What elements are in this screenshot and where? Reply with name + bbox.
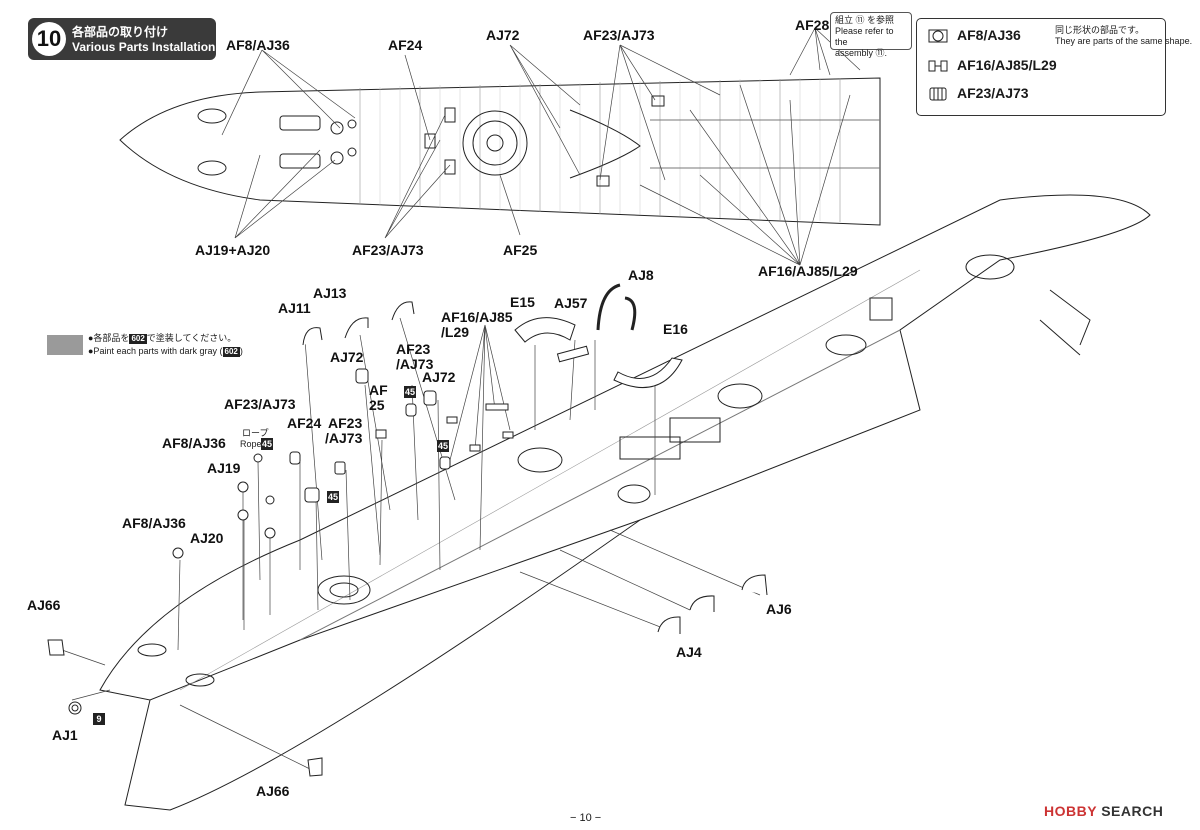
label-l29: /L29 xyxy=(441,324,470,340)
label-e16: E16 xyxy=(663,321,688,337)
label-af8-aj36-a: AF8/AJ36 xyxy=(162,435,226,451)
label-af23-aj73-topbottom: AF23/AJ73 xyxy=(352,242,424,258)
reference-note-line3: assembly ⑪. xyxy=(835,48,888,58)
part-e16-sketch xyxy=(613,357,683,388)
label-aj1: AJ1 xyxy=(52,727,78,743)
turret-barbette-plan xyxy=(462,110,528,176)
label-aj66-top: AJ66 xyxy=(27,597,61,613)
part-e15-sketch xyxy=(514,317,576,343)
part-aj66-sketch-top xyxy=(47,639,65,656)
part-aj4-sketch xyxy=(657,616,681,634)
label-af-25-a: AF xyxy=(369,382,388,398)
step-header: 10 各部品の取り付け Various Parts Installation xyxy=(28,18,216,60)
reel-part-icon xyxy=(929,87,947,101)
label-aj72-a: AJ72 xyxy=(330,349,364,365)
label-af16-aj85: AF16/AJ85 xyxy=(441,309,513,325)
label-aj73-b: /AJ73 xyxy=(325,430,363,446)
label-aj13: AJ13 xyxy=(313,285,347,301)
paint-note-en: ●Paint each parts with dark gray (602) xyxy=(88,346,243,357)
hull-side-outline xyxy=(124,519,641,811)
label-af23-aj73-top: AF23/AJ73 xyxy=(583,27,655,43)
label-af8-aj36-top: AF8/AJ36 xyxy=(226,37,290,53)
legend-label: AF8/AJ36 xyxy=(957,27,1021,43)
bow-turret-ring xyxy=(317,575,371,605)
assembly-reference-note: 組立 ⑪ を参照 Please refer to the assembly ⑪. xyxy=(830,12,912,58)
label-aj11: AJ11 xyxy=(278,300,311,316)
anchor-hawse-right xyxy=(197,160,227,176)
watermark-word: SEARCH xyxy=(1101,803,1164,819)
legend-label: AF23/AJ73 xyxy=(957,85,1029,101)
label-aj19: AJ19 xyxy=(207,460,241,476)
reference-note-line1: 組立 ⑪ を参照 xyxy=(835,15,895,25)
page-number: − 10 − xyxy=(570,812,602,824)
label-af28: AF28 xyxy=(795,17,830,33)
code-badge-9: 9 xyxy=(93,713,105,725)
label-aj73-a: /AJ73 xyxy=(396,356,434,372)
part-aj6-sketch xyxy=(689,574,768,612)
bow-plan-outline xyxy=(119,77,881,226)
part-aj13-sketch xyxy=(391,301,415,321)
label-aj19-aj20: AJ19+AJ20 xyxy=(195,242,271,258)
part-aj8-sketch xyxy=(596,283,621,331)
reference-note-line2: Please refer to the xyxy=(835,26,894,47)
label-aj8: AJ8 xyxy=(628,267,654,283)
anchor-hawse-left xyxy=(197,108,227,124)
label-rope-jp: ロープ xyxy=(242,428,269,438)
legend-note-en: They are parts of the same shape. xyxy=(1055,36,1193,46)
label-af25-top: AF25 xyxy=(503,242,538,258)
aft-turret-ring xyxy=(965,254,1015,280)
legend-note-jp: 同じ形状の部品です。 xyxy=(1055,25,1145,35)
part-aj57-sketch xyxy=(556,345,590,363)
label-aj4: AJ4 xyxy=(676,644,702,660)
legend-label: AF16/AJ85/L29 xyxy=(957,57,1057,73)
label-rope-en: Rope xyxy=(240,439,262,449)
code-badge-45-c: 45 xyxy=(327,491,339,503)
label-aj66-bottom: AJ66 xyxy=(256,783,290,799)
step-title-en: Various Parts Installation xyxy=(72,40,216,54)
label-aj20: AJ20 xyxy=(190,530,224,546)
hull-deck-outline xyxy=(99,194,1151,701)
label-af16-aj85-l29-top: AF16/AJ85/L29 xyxy=(758,263,858,279)
label-af24-lower: AF24 xyxy=(287,415,322,431)
label-af23-a: AF23 xyxy=(396,341,431,357)
step-title-jp: 各部品の取り付け xyxy=(72,25,169,39)
label-aj57: AJ57 xyxy=(554,295,588,311)
rope-code-badge: 45 xyxy=(261,438,273,450)
label-e15: E15 xyxy=(510,294,535,310)
watermark-logo: HOBBY SEARCH xyxy=(1044,803,1163,819)
label-af23-b: AF23 xyxy=(328,415,363,431)
part-aj11-sketch xyxy=(302,327,323,346)
double-bracket-part-icon xyxy=(928,60,948,72)
step-number: 10 xyxy=(32,22,66,56)
code-badge-45-a: 45 xyxy=(404,386,416,398)
code-badge-45-b: 45 xyxy=(437,440,449,452)
label-af-25-b: 25 xyxy=(369,397,385,413)
dark-gray-paint-swatch xyxy=(47,335,83,355)
label-aj72-b: AJ72 xyxy=(422,369,456,385)
label-aj6: AJ6 xyxy=(766,601,792,617)
label-af23-aj73-left: AF23/AJ73 xyxy=(224,396,296,412)
watermark-brand: HOBBY xyxy=(1044,803,1097,819)
mid-turret-ring xyxy=(717,383,763,409)
ring-part-icon xyxy=(928,29,948,43)
part-aj66-sketch-bottom xyxy=(307,757,323,777)
label-af24-top: AF24 xyxy=(388,37,423,53)
same-shape-legend: AF8/AJ36 同じ形状の部品です。 They are parts of th… xyxy=(916,18,1192,116)
label-af8-aj36-b: AF8/AJ36 xyxy=(122,515,186,531)
label-aj72-top: AJ72 xyxy=(486,27,520,43)
